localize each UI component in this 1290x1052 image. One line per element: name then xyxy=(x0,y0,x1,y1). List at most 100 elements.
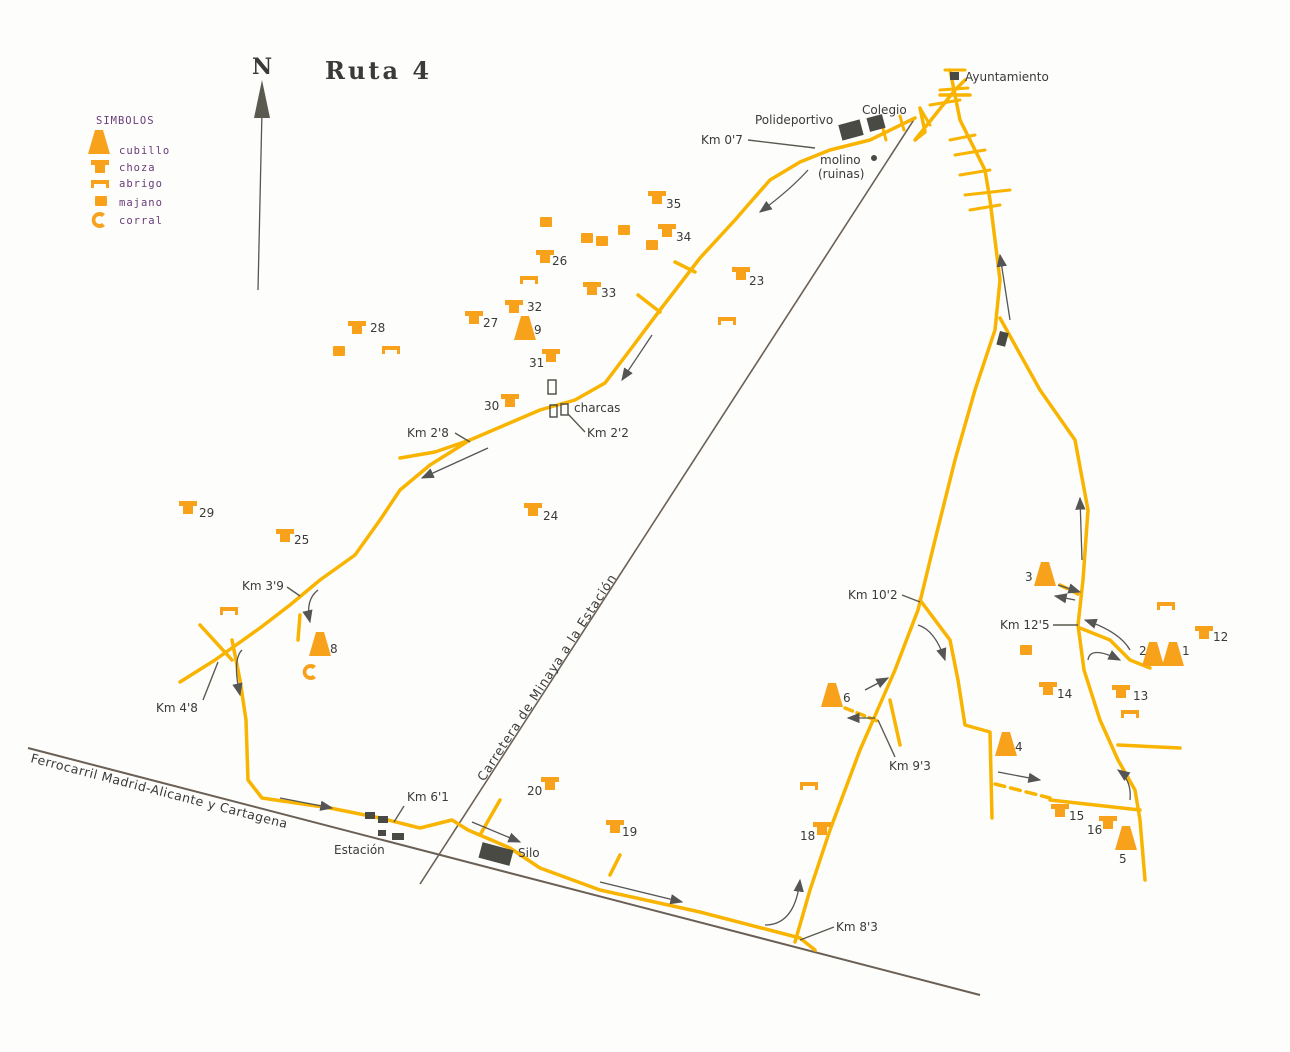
site-number: 5 xyxy=(1119,852,1127,866)
polideportivo-label: Polideportivo xyxy=(755,113,833,127)
site-14: 14 xyxy=(1039,682,1072,701)
choza-icon xyxy=(465,311,483,324)
silo-building xyxy=(478,842,514,866)
map-title: Ruta 4 xyxy=(325,56,432,85)
legend-label: corral xyxy=(119,215,163,227)
site-number: 8 xyxy=(330,642,338,656)
charcas-label: charcas xyxy=(574,401,620,415)
majano-icon xyxy=(646,240,658,250)
site-number: 9 xyxy=(534,323,542,337)
estacion-label: Estación xyxy=(334,843,385,857)
abrigo-icon xyxy=(718,317,736,325)
abrigo-icon xyxy=(1157,602,1175,610)
site-34: 34 xyxy=(658,224,691,244)
abrigo-icon xyxy=(382,346,400,354)
legend-label: abrigo xyxy=(119,178,163,190)
km-markers: Km 0'7 Km 2'2 Km 2'8 Km 3'9 Km 4'8 Km 6'… xyxy=(156,133,1078,941)
site-2: 2 xyxy=(1139,642,1164,666)
site-29: 29 xyxy=(179,501,214,520)
site-13: 13 xyxy=(1112,685,1148,703)
site-33: 33 xyxy=(583,282,616,300)
cubillo-icon xyxy=(1034,562,1056,586)
site-number: 24 xyxy=(543,509,558,523)
abrigo-icon xyxy=(1121,710,1139,718)
molino-marker xyxy=(871,155,877,161)
site-number: 20 xyxy=(527,784,542,798)
cubillo-icon xyxy=(995,732,1017,756)
north-arrow: N xyxy=(252,54,275,291)
choza-icon xyxy=(1195,626,1213,639)
choza-icon xyxy=(1051,804,1069,817)
choza-icon xyxy=(179,501,197,514)
site-number: 12 xyxy=(1213,630,1228,644)
north-label: N xyxy=(252,54,275,80)
site-number: 29 xyxy=(199,506,214,520)
site-20: 20 xyxy=(527,777,559,798)
km-label: Km 6'1 xyxy=(407,790,449,804)
site-number: 35 xyxy=(666,197,681,211)
site-number: 32 xyxy=(527,300,542,314)
site-number: 3 xyxy=(1025,570,1033,584)
site-28: 28 xyxy=(348,321,385,335)
choza-icon xyxy=(542,349,560,362)
km-label: Km 9'3 xyxy=(889,759,931,773)
site-number: 28 xyxy=(370,321,385,335)
site-1: 1 xyxy=(1162,642,1190,666)
cubillo-icon xyxy=(1115,826,1137,850)
site-3: 3 xyxy=(1025,562,1056,586)
site-26: 26 xyxy=(536,250,567,268)
polideportivo-building xyxy=(838,119,864,141)
majano-icon xyxy=(596,236,608,246)
km-label: Km 3'9 xyxy=(242,579,284,593)
majano-icon xyxy=(581,233,593,243)
legend-label: cubillo xyxy=(119,145,170,157)
abrigo-icon xyxy=(220,607,238,615)
site-16: 16 xyxy=(1087,816,1117,837)
abrigo-icon xyxy=(91,180,109,188)
charcas-ponds xyxy=(547,379,569,418)
abrigo-icon xyxy=(800,782,818,790)
cubillo-icon xyxy=(514,316,536,340)
ayuntamiento-building xyxy=(950,72,959,80)
colegio-building xyxy=(866,114,886,132)
site-number: 33 xyxy=(601,286,616,300)
buildings xyxy=(365,72,1009,866)
site-number: 18 xyxy=(800,829,815,843)
majano-icon xyxy=(333,346,345,356)
majano-icon xyxy=(95,196,107,206)
site-32: 32 xyxy=(505,300,542,314)
cubillo-icon xyxy=(1162,642,1184,666)
site-number: 4 xyxy=(1015,740,1023,754)
numbered-sites: 1234568912131415161819202324252627282930… xyxy=(179,191,1228,866)
molino-label: molino xyxy=(820,153,861,167)
choza-icon xyxy=(348,321,366,334)
km-label: Km 12'5 xyxy=(1000,618,1050,632)
site-number: 31 xyxy=(529,356,544,370)
site-number: 1 xyxy=(1182,644,1190,658)
km-label: Km 2'8 xyxy=(407,426,449,440)
cubillo-icon xyxy=(88,130,110,154)
km-label: Km 10'2 xyxy=(848,588,898,602)
site-number: 16 xyxy=(1087,823,1102,837)
legend-label: majano xyxy=(119,197,163,209)
direction-arrows xyxy=(232,169,1131,926)
choza-icon xyxy=(1039,682,1057,695)
choza-icon xyxy=(501,394,519,407)
choza-icon xyxy=(1112,685,1130,698)
choza-icon xyxy=(732,267,750,280)
carretera-line xyxy=(419,117,916,885)
site-31: 31 xyxy=(529,349,560,370)
site-35: 35 xyxy=(648,191,681,211)
site-9: 9 xyxy=(514,316,542,340)
legend-label: choza xyxy=(119,162,156,174)
site-4: 4 xyxy=(995,732,1023,756)
site-15: 15 xyxy=(1051,804,1084,823)
km-label: Km 2'2 xyxy=(587,426,629,440)
majano-icon xyxy=(1020,645,1032,655)
site-30: 30 xyxy=(484,394,519,413)
carretera-label: Carretera de Minaya a la Estación xyxy=(474,571,620,784)
railway-label: Ferrocarril Madrid-Alicante y Cartagena xyxy=(29,750,289,831)
choza-icon xyxy=(583,282,601,295)
